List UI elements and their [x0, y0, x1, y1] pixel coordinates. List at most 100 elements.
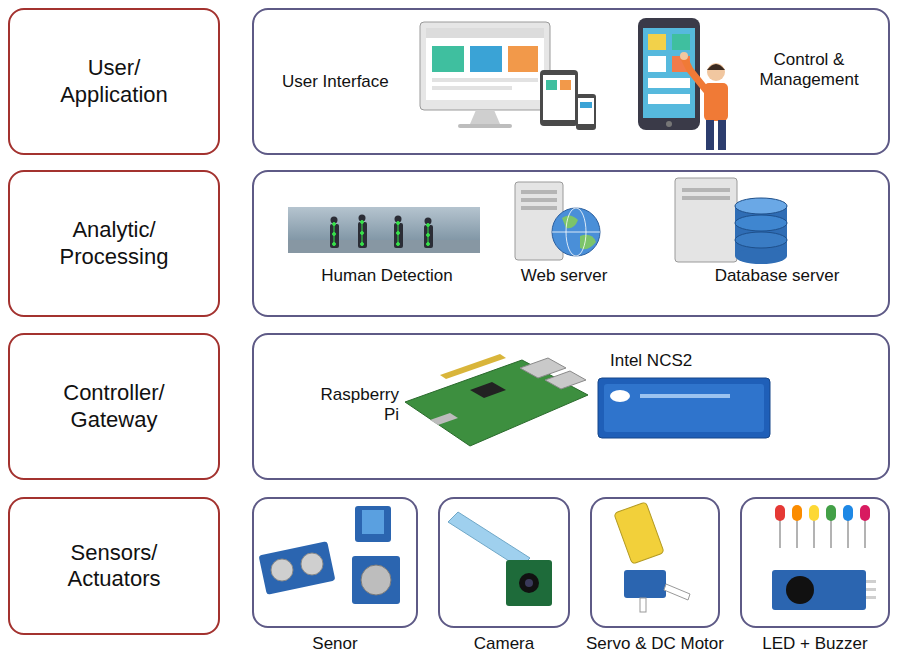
led-buzzer-icons [786, 576, 814, 604]
led-buzzer-icons [866, 596, 876, 599]
tablet-icon [540, 70, 578, 126]
layer-name: Controller/ Gateway [39, 380, 189, 433]
control-phone-icon [648, 56, 666, 72]
human-detection-photo [361, 232, 364, 235]
layer-name: User/ Application [39, 55, 189, 108]
monitor-icon [458, 124, 512, 128]
tablet-icon [546, 80, 557, 90]
web-server-icon [580, 235, 596, 249]
sensor-modules [361, 565, 391, 595]
led-buzzer-icons [830, 520, 832, 548]
led-buzzer-icons [860, 505, 870, 521]
web-server-icon [562, 215, 578, 228]
human-detection-photo [334, 224, 335, 244]
item-label: Intel NCS2 [610, 351, 750, 371]
layer-name: Analytic/ Processing [39, 217, 189, 270]
web-server-icon [521, 198, 557, 202]
component-label: Camera [409, 634, 599, 654]
sensor-modules [355, 506, 391, 542]
layer-label-box: Analytic/ Processing [8, 170, 220, 317]
sensor-modules [259, 506, 400, 604]
human-detection-photo [397, 222, 400, 225]
component-box: Senor [252, 497, 418, 628]
intel-ncs2-stick [604, 384, 764, 432]
motor-icons [640, 598, 646, 612]
item-label: Raspberry Pi [309, 385, 399, 426]
person-icon [718, 120, 726, 150]
intel-ncs2-stick [640, 394, 730, 398]
control-phone-icon [643, 28, 695, 118]
monitor-icon [432, 78, 538, 82]
person-icon [707, 63, 725, 81]
human-detection-photo [398, 223, 399, 244]
web-server-icon [515, 182, 600, 260]
layer-label-box: User/ Application [8, 8, 220, 155]
control-phone-icon [666, 121, 672, 127]
human-detection-photo [358, 222, 367, 248]
database-server-icon [675, 178, 737, 262]
led-buzzer-icons [779, 520, 781, 548]
led-buzzer-icons [772, 505, 876, 610]
person-icon [680, 52, 688, 60]
monitor-icon [420, 22, 550, 128]
monitor-icon [432, 86, 512, 90]
web-server-icon [521, 206, 557, 210]
database-server-icon [675, 178, 787, 264]
led-buzzer-icons [772, 570, 866, 610]
component-box: Servo & DC Motor [590, 497, 720, 628]
layer-label-box: Sensors/ Actuators [8, 497, 220, 635]
monitor-icon [470, 110, 500, 124]
layer-panel: User InterfaceControl & Management [252, 8, 890, 155]
human-detection-photo [361, 221, 364, 224]
human-detection-photo [288, 207, 480, 253]
layer-panel: Raspberry Pi Intel NCS2 [252, 333, 890, 480]
database-server-icon [682, 196, 730, 200]
intel-ncs2-stick [598, 378, 770, 438]
human-detection-photo [397, 232, 400, 235]
led-buzzer-icons [792, 505, 802, 521]
database-server-icon [735, 215, 787, 231]
human-detection-photo [424, 225, 433, 248]
control-phone-icon [648, 34, 666, 50]
human-detection-photo [333, 221, 430, 246]
human-detection-photo [427, 224, 430, 227]
phone-icon [580, 102, 592, 108]
item-label: Database server [677, 266, 877, 286]
raspberry-pi-board [405, 360, 588, 446]
database-server-icon [735, 198, 787, 214]
led-buzzer-icons [866, 588, 876, 591]
motor-icons [664, 584, 690, 600]
monitor-icon [470, 46, 502, 72]
monitor-icon [432, 46, 464, 72]
control-phone-icon [672, 34, 690, 50]
tablet-icon [540, 70, 578, 126]
human-detection-photo [427, 243, 430, 246]
layer-name: Sensors/ Actuators [39, 540, 189, 593]
motor-icons [614, 502, 690, 612]
motor-icons [624, 570, 666, 598]
human-detection-photo [427, 234, 430, 237]
sensor-modules [352, 556, 400, 604]
layer-panel: Human DetectionWeb server Database server [252, 170, 890, 317]
led-buzzer-icons [826, 505, 836, 521]
human-detection-photo [288, 207, 480, 253]
raspberry-pi-board [470, 382, 506, 398]
tablet-icon [560, 80, 571, 90]
sensor-modules [301, 553, 323, 575]
human-detection-photo [333, 233, 336, 236]
sensor-modules [362, 510, 384, 534]
human-detection-photo [361, 243, 364, 246]
person-icon [707, 64, 725, 70]
human-detection-photo [288, 240, 480, 253]
raspberry-pi-board [545, 371, 586, 389]
raspberry-pi-board [440, 354, 506, 379]
web-server-icon [552, 232, 600, 233]
monitor-icon [426, 28, 544, 38]
intel-ncs2-stick [598, 378, 770, 438]
camera-module [448, 512, 552, 606]
monitor-icon [508, 46, 538, 72]
control-phone-icon [648, 78, 690, 88]
item-label: Human Detection [287, 266, 487, 286]
item-label: Web server [464, 266, 664, 286]
